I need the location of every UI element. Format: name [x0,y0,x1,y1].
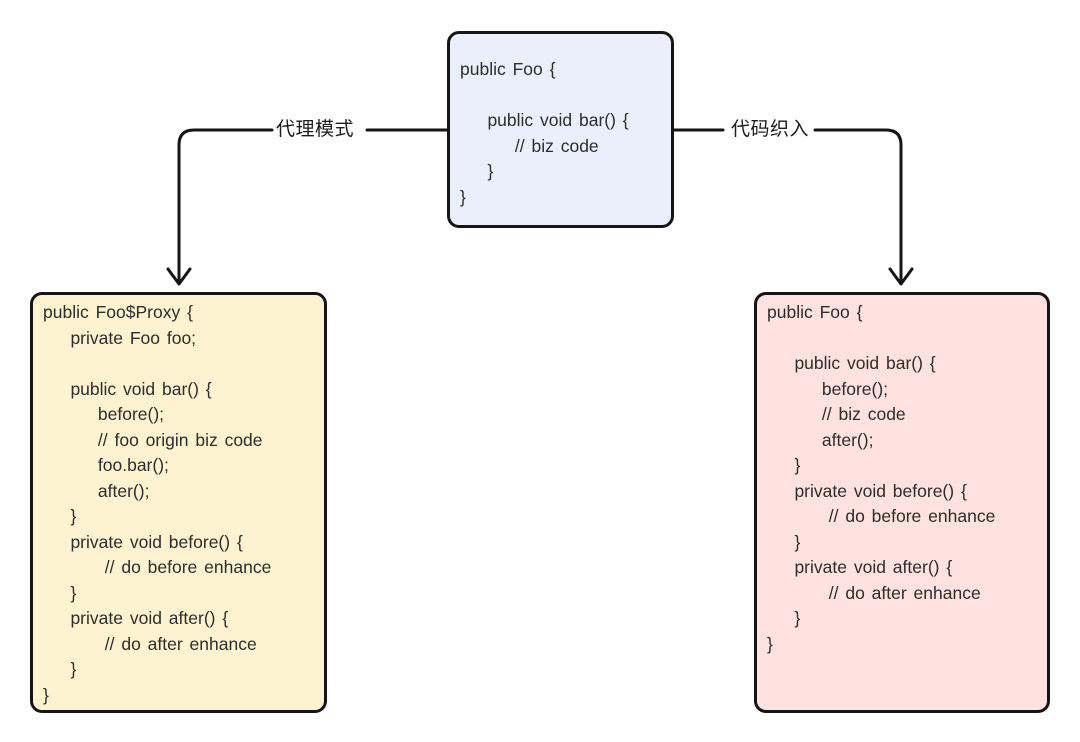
label-proxy-pattern: 代理模式 [275,119,354,140]
arrowhead-down-left-icon [166,267,192,286]
code-box-source-foo: public Foo { public void bar() { // biz … [447,31,674,228]
arrowhead-down-right-icon [888,267,914,286]
label-code-weaving: 代码织入 [730,119,809,140]
foo-proxy-code: public Foo$Proxy { private Foo foo; publ… [43,302,272,705]
code-box-foo-proxy: public Foo$Proxy { private Foo foo; publ… [30,292,327,713]
connector-right-elbow [813,128,903,285]
foo-woven-code: public Foo { public void bar() { before(… [767,302,996,654]
connector-left-elbow [177,128,274,285]
code-box-foo-woven: public Foo { public void bar() { before(… [754,292,1050,713]
source-foo-code: public Foo { public void bar() { // biz … [460,59,629,207]
